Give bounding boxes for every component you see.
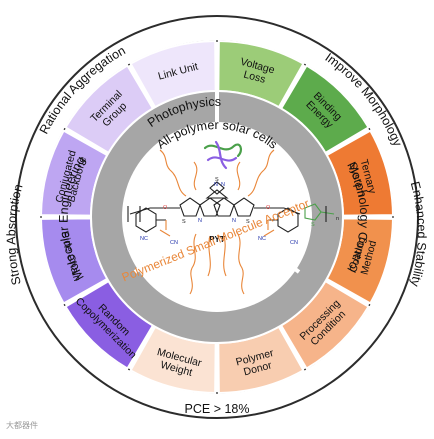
watermark: 大都器件 <box>6 420 38 430</box>
segments-ring: VoltageLossBindingEnergyTernarySystemCoa… <box>39 39 395 395</box>
svg-text:S: S <box>215 177 219 183</box>
svg-text:CN: CN <box>170 240 178 246</box>
svg-text:O: O <box>266 205 271 211</box>
svg-text:CN: CN <box>290 240 298 246</box>
outer-label-pce: PCE > 18% <box>185 402 250 416</box>
molecule-name: PYT <box>209 235 225 244</box>
segment-label-line: Loss <box>242 69 267 86</box>
svg-text:S: S <box>311 222 315 228</box>
pyt-molecule-structure <box>127 149 335 295</box>
watermark-text: 大都器件 <box>6 420 38 430</box>
polymer-chain-icon <box>203 140 243 170</box>
svg-text:NC: NC <box>140 236 148 242</box>
svg-text:S: S <box>246 219 250 225</box>
svg-text:S: S <box>182 219 186 225</box>
outer-label-enhanced-stability: Enhanced Stability <box>408 180 429 289</box>
svg-text:N: N <box>232 218 236 224</box>
svg-text:N: N <box>221 182 225 188</box>
molecule-atom-labels: N N S S S N N O O NC CN NC CN S n <box>140 177 339 246</box>
svg-text:O: O <box>163 205 168 211</box>
outer-ring-inner-border <box>40 40 394 394</box>
svg-text:N: N <box>198 218 202 224</box>
svg-text:n: n <box>336 216 339 222</box>
svg-text:N: N <box>214 182 218 188</box>
svg-text:NC: NC <box>258 236 266 242</box>
